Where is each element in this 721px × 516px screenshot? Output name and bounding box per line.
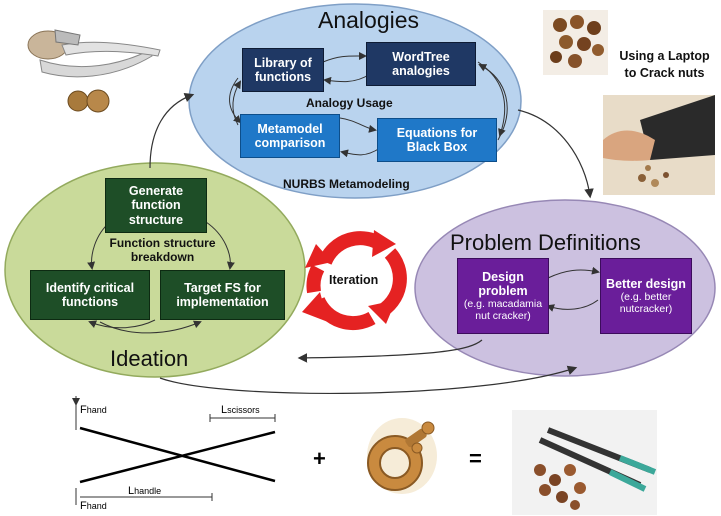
analogy-usage-label: Analogy Usage — [306, 96, 393, 110]
better-nutcracker-photo — [512, 410, 657, 515]
better-design-box: Better design (e.g. better nutcracker) — [600, 258, 692, 334]
ideation-ellipse — [4, 162, 306, 378]
target-fs-box: Target FS for implementation — [160, 270, 285, 320]
identify-critical-functions-box: Identify critical functions — [30, 270, 150, 320]
library-of-functions-box: Library of functions — [242, 48, 324, 92]
laptop-caption: Using a Laptop to Crack nuts — [619, 49, 710, 80]
problem-definitions-title: Problem Definitions — [450, 230, 641, 255]
wordtree-analogies-box: WordTree analogies — [366, 42, 476, 86]
analogies-title: Analogies — [318, 7, 420, 33]
metamodel-comparison-box: Metamodel comparison — [240, 114, 340, 158]
l-handle-label: Lhandle — [128, 485, 162, 497]
equations-black-box: Equations for Black Box — [377, 118, 497, 162]
macadamia-nuts-photo — [543, 10, 608, 75]
arrow-ideation-to-problem — [159, 365, 578, 394]
function-structure-breakdown-label: Function structure breakdown — [109, 236, 216, 265]
f-hand-bottom-label: Fhand — [80, 500, 107, 512]
nurbs-metamodeling-label: NURBS Metamodeling — [283, 177, 410, 191]
iteration-label: Iteration — [329, 273, 379, 287]
arrow-ideation-to-analogies — [149, 93, 195, 169]
f-hand-top-label: Fhand — [80, 404, 107, 416]
generate-function-structure-box: Generate function structure — [105, 178, 207, 233]
l-scissors-label: Lscissors — [221, 404, 260, 416]
design-problem-title: Design problem — [478, 269, 528, 298]
plus-sign: + — [313, 446, 326, 471]
design-problem-note: (e.g. macadamia nut cracker) — [463, 298, 543, 323]
force-length-graph — [72, 396, 276, 505]
equals-sign: = — [469, 446, 482, 471]
better-design-title: Better design — [606, 276, 686, 291]
design-problem-box: Design problem (e.g. macadamia nut crack… — [457, 258, 549, 334]
ideation-title: Ideation — [110, 346, 189, 371]
iteration-cycle-icon — [302, 230, 407, 331]
arrow-problem-to-ideation — [297, 339, 483, 363]
screw-nutcracker-image — [367, 418, 437, 494]
arrow-analogies-to-problem — [517, 109, 594, 199]
laptop-cracking-photo — [603, 95, 715, 195]
nutcracker-illustration — [27, 29, 161, 113]
better-design-note: (e.g. better nutcracker) — [619, 291, 673, 316]
